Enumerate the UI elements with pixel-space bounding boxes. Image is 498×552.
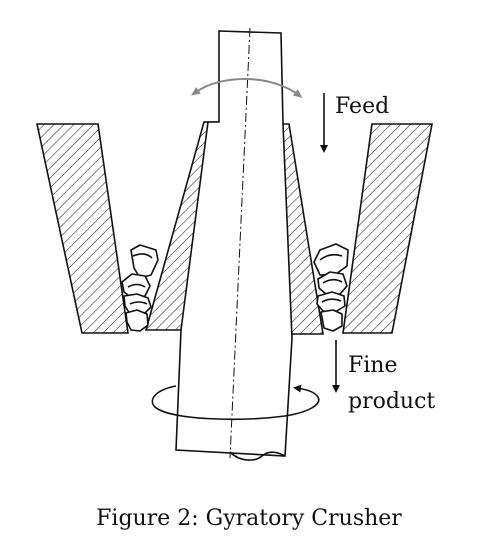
- shaft-break-line: [229, 451, 286, 461]
- fine-product-label-line1: Fine: [348, 353, 398, 378]
- fine-product-label-line2: product: [348, 389, 435, 414]
- gyration-arrow: [191, 77, 303, 98]
- rocks-right: [313, 243, 349, 332]
- left-concave-wall: [36, 123, 129, 334]
- figure-caption: Figure 2: Gyratory Crusher: [96, 506, 402, 531]
- central-shaft: [175, 30, 293, 457]
- feed-label: Feed: [335, 94, 389, 119]
- shaft-centerline: [229, 27, 251, 459]
- right-concave-wall: [342, 123, 433, 334]
- rocks-left: [121, 244, 159, 332]
- rotation-arrow: [151, 384, 320, 421]
